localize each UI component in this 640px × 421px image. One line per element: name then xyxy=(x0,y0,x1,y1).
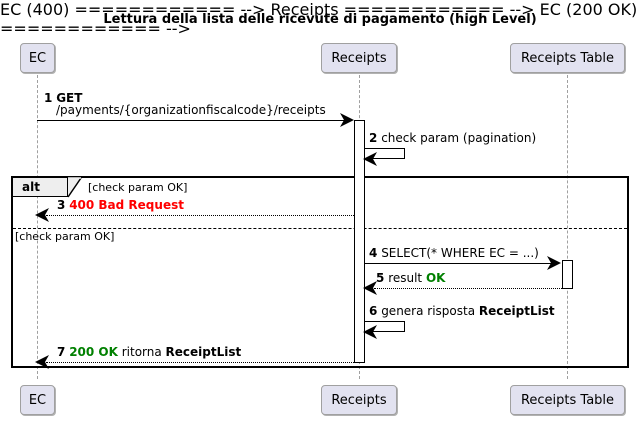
message-6-label: 6 genera risposta ReceiptList xyxy=(369,305,555,318)
message-1-arrowhead xyxy=(340,113,354,127)
message-2-text: check param (pagination) xyxy=(381,131,537,145)
message-3-number: 3 xyxy=(57,198,66,212)
message-4-text: SELECT(* WHERE EC = ...) xyxy=(381,246,539,260)
participant-foot-ec[interactable]: EC xyxy=(20,385,55,415)
participant-head-receipts[interactable]: Receipts xyxy=(321,43,397,73)
message-2-arrowhead xyxy=(363,152,377,166)
lifeline-ec xyxy=(37,75,38,379)
message-6-self-loop xyxy=(365,321,405,332)
message-1-line xyxy=(37,120,346,121)
alt-fragment xyxy=(11,176,629,368)
message-6-number: 6 xyxy=(369,304,378,318)
message-4-label: 4 SELECT(* WHERE EC = ...) xyxy=(369,247,539,260)
message-7-number: 7 xyxy=(57,345,66,359)
participant-foot-receipts[interactable]: Receipts xyxy=(321,385,397,415)
alt-fragment-divider xyxy=(13,228,627,229)
alt-fragment-tab-notch xyxy=(67,177,82,198)
message-1-line2-wrap: /payments/{organizationfiscalcode}/recei… xyxy=(56,104,326,117)
lifeline-receipts-table xyxy=(567,75,568,379)
message-4-number: 4 xyxy=(369,246,378,260)
message-5-label: 5 result OK xyxy=(376,272,445,285)
participant-foot-receipts-table[interactable]: Receipts Table xyxy=(510,385,625,415)
message-3-label: 3 400 Bad Request xyxy=(57,199,184,212)
message-7-label: 7 200 OK ritorna ReceiptList xyxy=(57,346,241,359)
alt-guard-1: [check param OK] xyxy=(88,181,188,194)
message-1-line1: GET xyxy=(56,91,83,105)
participant-head-ec[interactable]: EC xyxy=(20,43,55,73)
message-2-self-loop xyxy=(365,148,405,159)
message-2-label: 2 check param (pagination) xyxy=(369,132,536,145)
message-5-status: OK xyxy=(425,271,446,285)
message-7-line xyxy=(46,362,354,363)
message-7-arrowhead xyxy=(35,355,49,369)
alt-fragment-tab: alt xyxy=(13,178,68,197)
message-6-bold-tail: ReceiptList xyxy=(478,304,555,318)
message-6-arrowhead xyxy=(363,325,377,339)
message-1-line2: /payments/{organizationfiscalcode}/recei… xyxy=(56,103,326,117)
activation-receipts xyxy=(354,120,365,363)
message-7-bold-tail: ReceiptList xyxy=(165,345,242,359)
message-4-arrowhead xyxy=(547,256,561,270)
message-1-number: 1 xyxy=(44,91,53,105)
message-3-line xyxy=(46,215,354,216)
diagram-title: Lettura della lista delle ricevute di pa… xyxy=(103,12,537,27)
participant-head-receipts-table[interactable]: Receipts Table xyxy=(510,43,625,73)
message-7-status: 200 OK xyxy=(69,345,118,359)
message-5-text: result xyxy=(388,271,426,285)
message-4-line xyxy=(365,263,552,264)
message-7-text: ritorna xyxy=(117,345,166,359)
message-2-number: 2 xyxy=(369,131,378,145)
message-5-arrowhead xyxy=(363,281,377,295)
message-5-line xyxy=(374,288,562,289)
activation-receipts-table xyxy=(562,260,573,289)
message-6-text: genera risposta xyxy=(381,304,479,318)
alt-guard-2: [check param OK] xyxy=(15,230,115,243)
message-5-number: 5 xyxy=(376,271,385,285)
message-3-status: 400 Bad Request xyxy=(69,198,184,212)
message-1-label: 1 GET xyxy=(44,92,82,105)
message-3-arrowhead xyxy=(35,208,49,222)
